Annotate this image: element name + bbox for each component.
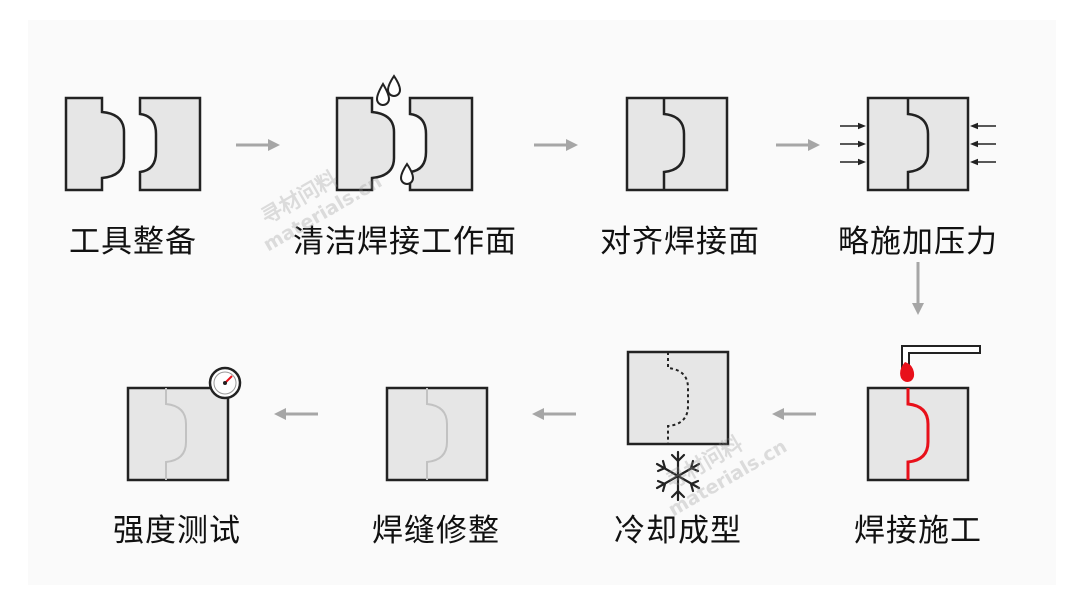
water-drop-icon [386, 74, 402, 97]
step-label-cooling: 冷却成型 [614, 513, 742, 549]
snowflake-icon [655, 450, 701, 502]
pressure-gauge-icon [208, 366, 242, 400]
step-4-apply-pressure-illustration [840, 96, 996, 192]
step-2-clean-surfaces-illustration [335, 74, 474, 192]
flame-icon [900, 362, 915, 382]
step-label-align-surfaces: 对齐焊接面 [600, 224, 760, 260]
step-label-clean-surfaces: 清洁焊接工作面 [293, 224, 517, 260]
step-8-strength-test-illustration [126, 366, 242, 482]
step-label-strength-test: 强度测试 [113, 513, 241, 549]
step-1-tool-preparation-illustration [64, 96, 202, 192]
step-label-welding: 焊接施工 [854, 513, 982, 549]
water-drop-icon [375, 82, 391, 106]
water-drop-icon [399, 162, 415, 185]
step-3-align-surfaces-illustration [625, 96, 729, 192]
step-label-apply-pressure: 略施加压力 [838, 224, 998, 260]
welding-torch-icon [901, 345, 981, 371]
step-7-seam-trimming-illustration [385, 386, 489, 482]
step-5-welding-illustration [866, 345, 981, 482]
step-label-seam-trimming: 焊缝修整 [372, 513, 500, 549]
step-label-tool-preparation: 工具整备 [69, 224, 197, 260]
step-6-cooling-illustration [626, 350, 730, 502]
